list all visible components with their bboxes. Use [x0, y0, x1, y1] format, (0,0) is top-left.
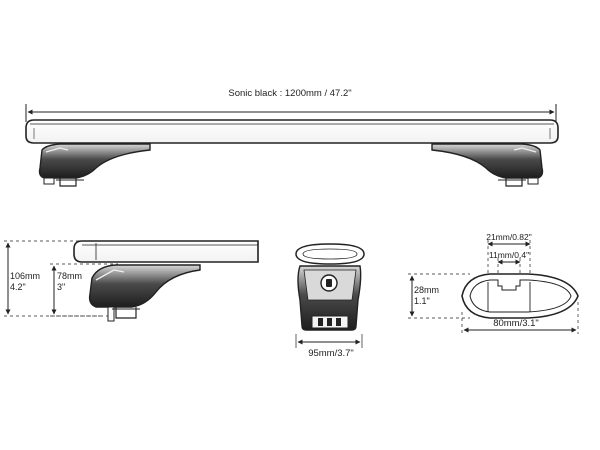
- total-height-mm-label: 106mm: [10, 271, 40, 281]
- foot-height-mm-label: 78mm: [57, 271, 82, 281]
- profile-inner-channel: [469, 279, 572, 313]
- profile-height-dimension: [408, 273, 470, 319]
- profile-view: 21mm/0.82" 11mm/0.4" 28mm 1.1" 80mm/3.1": [408, 232, 579, 334]
- roof-bar: [25, 119, 559, 144]
- left-foot: [38, 143, 151, 187]
- front-width-dimension: [295, 334, 363, 348]
- aero-bar-profile: [461, 273, 579, 319]
- bar-length-dimension: [25, 104, 557, 122]
- side-foot: [88, 264, 201, 322]
- right-foot: [431, 143, 544, 187]
- profile-height-mm-label: 28mm: [414, 285, 439, 295]
- side-bar-end: [73, 240, 259, 263]
- slot-outer-dimension: [487, 240, 531, 290]
- bar-length-label: Sonic black : 1200mm / 47.2": [228, 88, 351, 99]
- slot-inner-label: 11mm/0.4": [489, 250, 529, 260]
- front-width-label: 95mm/3.7": [308, 348, 354, 359]
- profile-width-label: 80mm/3.1": [493, 318, 539, 329]
- profile-width-dimension: [461, 302, 579, 334]
- foot-front-view: 95mm/3.7": [295, 243, 365, 359]
- total-height-dimension: [4, 240, 110, 317]
- slot-outer-label: 21mm/0.82": [486, 232, 532, 242]
- full-bar-view: Sonic black : 1200mm / 47.2": [25, 88, 559, 187]
- profile-height-in-label: 1.1": [414, 296, 430, 306]
- front-bar-oval: [295, 243, 365, 265]
- front-foot-clamp: [311, 315, 349, 329]
- foot-height-dimension: [50, 263, 118, 317]
- total-height-in-label: 4.2": [10, 282, 26, 292]
- side-view: 106mm 4.2" 78mm 3": [4, 240, 259, 322]
- foot-height-in-label: 3": [57, 282, 65, 292]
